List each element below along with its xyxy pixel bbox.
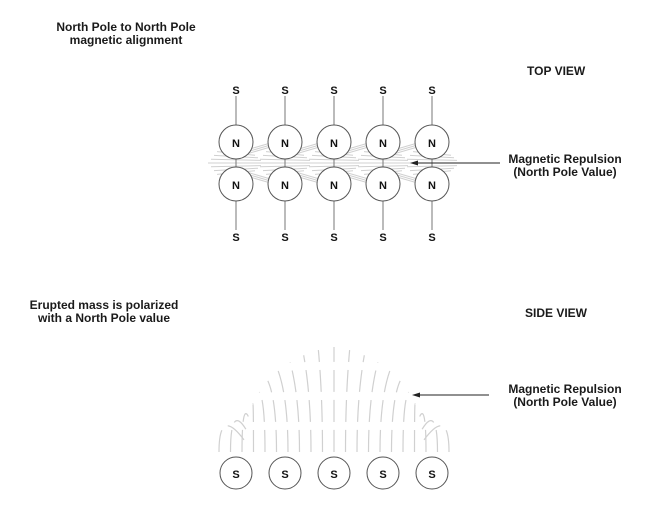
top-magnet-pair: S N N S xyxy=(365,85,401,244)
lower-magnet-circle xyxy=(414,166,450,202)
top-annotation-arrow xyxy=(410,160,500,166)
inner-pole-label-upper: N xyxy=(232,138,240,150)
field-line xyxy=(295,171,320,180)
top-caption-line2: magnetic alignment xyxy=(69,33,183,47)
field-line xyxy=(317,350,324,453)
top-annotation: Magnetic Repulsion (North Pole Value) xyxy=(500,153,630,179)
field-line xyxy=(246,146,271,155)
top-caption: North Pole to North Pole magnetic alignm… xyxy=(42,21,210,47)
field-line xyxy=(289,362,301,453)
side-caption-line2: with a North Pole value xyxy=(37,311,171,325)
field-line xyxy=(393,146,418,155)
side-pole-label: S xyxy=(232,469,239,481)
lower-magnet-circle xyxy=(267,166,303,202)
inner-pole-label-upper: N xyxy=(330,138,338,150)
upper-magnet-circle xyxy=(316,124,352,160)
side-pole-label: S xyxy=(428,469,435,481)
top-magnet-pair: S N N S xyxy=(316,85,352,244)
side-magnet: S xyxy=(415,456,449,490)
side-magnet: S xyxy=(317,456,351,490)
side-annotation-line1: Magnetic Repulsion xyxy=(508,382,622,396)
field-line xyxy=(344,350,351,453)
top-magnet-pair: S N N S xyxy=(218,85,254,244)
outer-pole-label-top: S xyxy=(330,85,337,97)
field-line xyxy=(402,391,410,453)
top-magnet-pair: S N N S xyxy=(414,85,450,244)
outer-pole-label-top: S xyxy=(379,85,386,97)
side-magnet: S xyxy=(268,456,302,490)
field-line xyxy=(422,425,450,453)
side-view-label: SIDE VIEW xyxy=(525,306,588,320)
field-line xyxy=(413,403,416,453)
field-line xyxy=(252,403,255,453)
side-annotation-arrow xyxy=(412,392,489,398)
outer-pole-label-bottom: S xyxy=(281,232,288,244)
inner-pole-label-lower: N xyxy=(281,180,289,192)
field-line xyxy=(344,171,369,180)
outer-pole-label-bottom: S xyxy=(330,232,337,244)
inner-pole-label-lower: N xyxy=(232,180,240,192)
top-annotation-line1: Magnetic Repulsion xyxy=(508,152,622,166)
side-annotation: Magnetic Repulsion (North Pole Value) xyxy=(500,383,630,409)
outer-pole-label-bottom: S xyxy=(232,232,239,244)
side-magnet-circle xyxy=(366,456,400,490)
top-magnet-pair: S N N S xyxy=(267,85,303,244)
outer-pole-label-bottom: S xyxy=(428,232,435,244)
side-magnet: S xyxy=(219,456,253,490)
side-magnet-circle xyxy=(219,456,253,490)
field-line xyxy=(295,146,320,155)
side-caption: Erupted mass is polarized with a North P… xyxy=(14,299,194,325)
side-magnet: S xyxy=(366,456,400,490)
inner-pole-label-lower: N xyxy=(428,180,436,192)
field-line xyxy=(229,420,247,453)
field-line xyxy=(379,370,391,453)
lower-magnet-circle xyxy=(365,166,401,202)
field-line xyxy=(241,413,249,453)
outer-pole-label-top: S xyxy=(232,85,239,97)
top-annotation-line2: (North Pole Value) xyxy=(513,165,617,179)
inner-pole-label-lower: N xyxy=(379,180,387,192)
lower-magnet-circle xyxy=(218,166,254,202)
side-pole-label: S xyxy=(330,469,337,481)
inner-pole-label-lower: N xyxy=(330,180,338,192)
upper-magnet-circle xyxy=(365,124,401,160)
outer-pole-label-top: S xyxy=(281,85,288,97)
side-pole-label: S xyxy=(379,469,386,481)
upper-magnet-circle xyxy=(414,124,450,160)
side-magnet-circle xyxy=(268,456,302,490)
field-line xyxy=(344,146,369,155)
upper-magnet-circle xyxy=(267,124,303,160)
side-magnet-circle xyxy=(317,456,351,490)
field-line xyxy=(267,380,278,453)
field-line xyxy=(356,355,365,453)
top-view-magnets: S N N S S N N S S N N S S N N S S N N S xyxy=(218,85,450,244)
upper-magnet-circle xyxy=(218,124,254,160)
outer-pole-label-top: S xyxy=(428,85,435,97)
inner-pole-label-upper: N xyxy=(379,138,387,150)
lower-magnet-circle xyxy=(316,166,352,202)
outer-pole-label-bottom: S xyxy=(379,232,386,244)
field-line xyxy=(421,420,439,453)
field-line xyxy=(218,425,246,453)
field-line xyxy=(367,362,379,453)
field-line xyxy=(390,380,401,453)
top-view-label: TOP VIEW xyxy=(527,64,586,78)
side-magnet-circle xyxy=(415,456,449,490)
top-caption-line1: North Pole to North Pole xyxy=(56,20,196,34)
side-caption-line1: Erupted mass is polarized xyxy=(29,298,179,312)
field-line xyxy=(277,370,289,453)
field-line xyxy=(258,391,266,453)
field-line xyxy=(303,355,312,453)
side-view-field-lines xyxy=(218,347,450,453)
field-line xyxy=(246,171,271,180)
field-line xyxy=(419,413,427,453)
inner-pole-label-upper: N xyxy=(428,138,436,150)
side-annotation-line2: (North Pole Value) xyxy=(513,395,617,409)
side-pole-label: S xyxy=(281,469,288,481)
field-line xyxy=(393,171,418,180)
inner-pole-label-upper: N xyxy=(281,138,289,150)
